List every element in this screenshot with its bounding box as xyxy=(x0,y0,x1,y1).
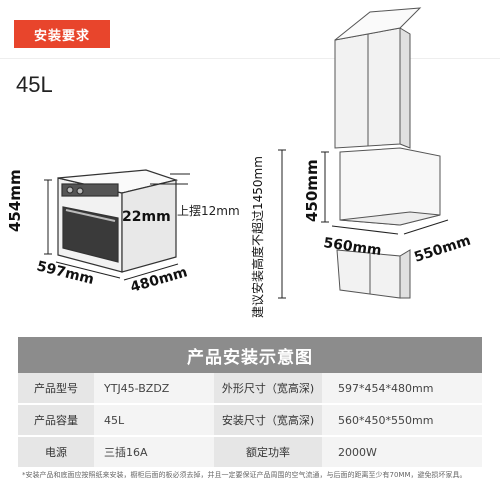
header-divider xyxy=(0,58,500,59)
cabinet-niche-floor xyxy=(339,211,441,226)
table-row: 产品容量 45L 安装尺寸（宽高深) 560*450*550mm xyxy=(18,405,482,437)
opening-depth-dim-line xyxy=(403,219,449,235)
install-height-note: 建议安装高度不超过1450mm xyxy=(250,156,265,318)
oven-knob xyxy=(76,187,84,195)
oven-height-label: 454mm xyxy=(6,169,24,232)
oven-side xyxy=(121,179,177,273)
spec-table: 产品安装示意图 产品型号 YTJ45-BZDZ 外形尺寸（宽高深) 597*45… xyxy=(18,337,482,469)
table-row: 产品型号 YTJ45-BZDZ 外形尺寸（宽高深) 597*454*480mm xyxy=(18,373,482,405)
oven-width-dim-line xyxy=(55,261,121,279)
top-gap-label: 22mm xyxy=(122,209,171,225)
spec-label: 安装尺寸（宽高深) xyxy=(214,405,322,435)
spec-label: 电源 xyxy=(18,437,94,467)
opening-width-dim-line xyxy=(331,225,399,235)
cabinet-lower-side xyxy=(399,249,411,299)
oven-door-handle xyxy=(65,209,116,222)
spec-table-title: 产品安装示意图 xyxy=(18,337,482,373)
cabinet-top xyxy=(334,7,422,41)
spec-value: 三插16A xyxy=(94,437,214,467)
installation-footnote: *安装产品和底面应按照纸来安装，橱柜后面的板必须去掉，并且一定要保证产品周围的空… xyxy=(22,471,467,479)
spec-label: 产品型号 xyxy=(18,373,94,403)
capacity-label: 45L xyxy=(16,72,53,97)
top-offset-label: 上摆12mm xyxy=(177,204,240,218)
spec-value: 2000W xyxy=(322,437,482,467)
installation-drawing: 454mm 597mm 480mm 22mm 上摆12mm 建议安装高度不超过1… xyxy=(6,7,473,318)
opening-height-label: 450mm xyxy=(303,159,321,222)
oven-control-panel xyxy=(61,183,119,197)
spec-label: 外形尺寸（宽高深) xyxy=(214,373,322,403)
oven-door-window xyxy=(62,206,119,263)
spec-value: 560*450*550mm xyxy=(322,405,482,435)
oven-depth-dim-line xyxy=(123,263,179,281)
cabinet-illustration xyxy=(334,7,441,299)
oven-illustration xyxy=(57,169,179,273)
table-row: 电源 三插16A 额定功率 2000W xyxy=(18,437,482,469)
spec-label: 额定功率 xyxy=(214,437,322,467)
spec-value: 45L xyxy=(94,405,214,435)
cabinet-upper-side xyxy=(399,27,411,149)
spec-value: YTJ45-BZDZ xyxy=(94,373,214,403)
oven-depth-label: 480mm xyxy=(129,264,190,295)
section-badge: 安装要求 xyxy=(14,20,110,48)
opening-depth-label: 550mm xyxy=(412,233,472,266)
spec-value: 597*454*480mm xyxy=(322,373,482,403)
spec-label: 产品容量 xyxy=(18,405,94,435)
oven-knob xyxy=(66,186,74,194)
